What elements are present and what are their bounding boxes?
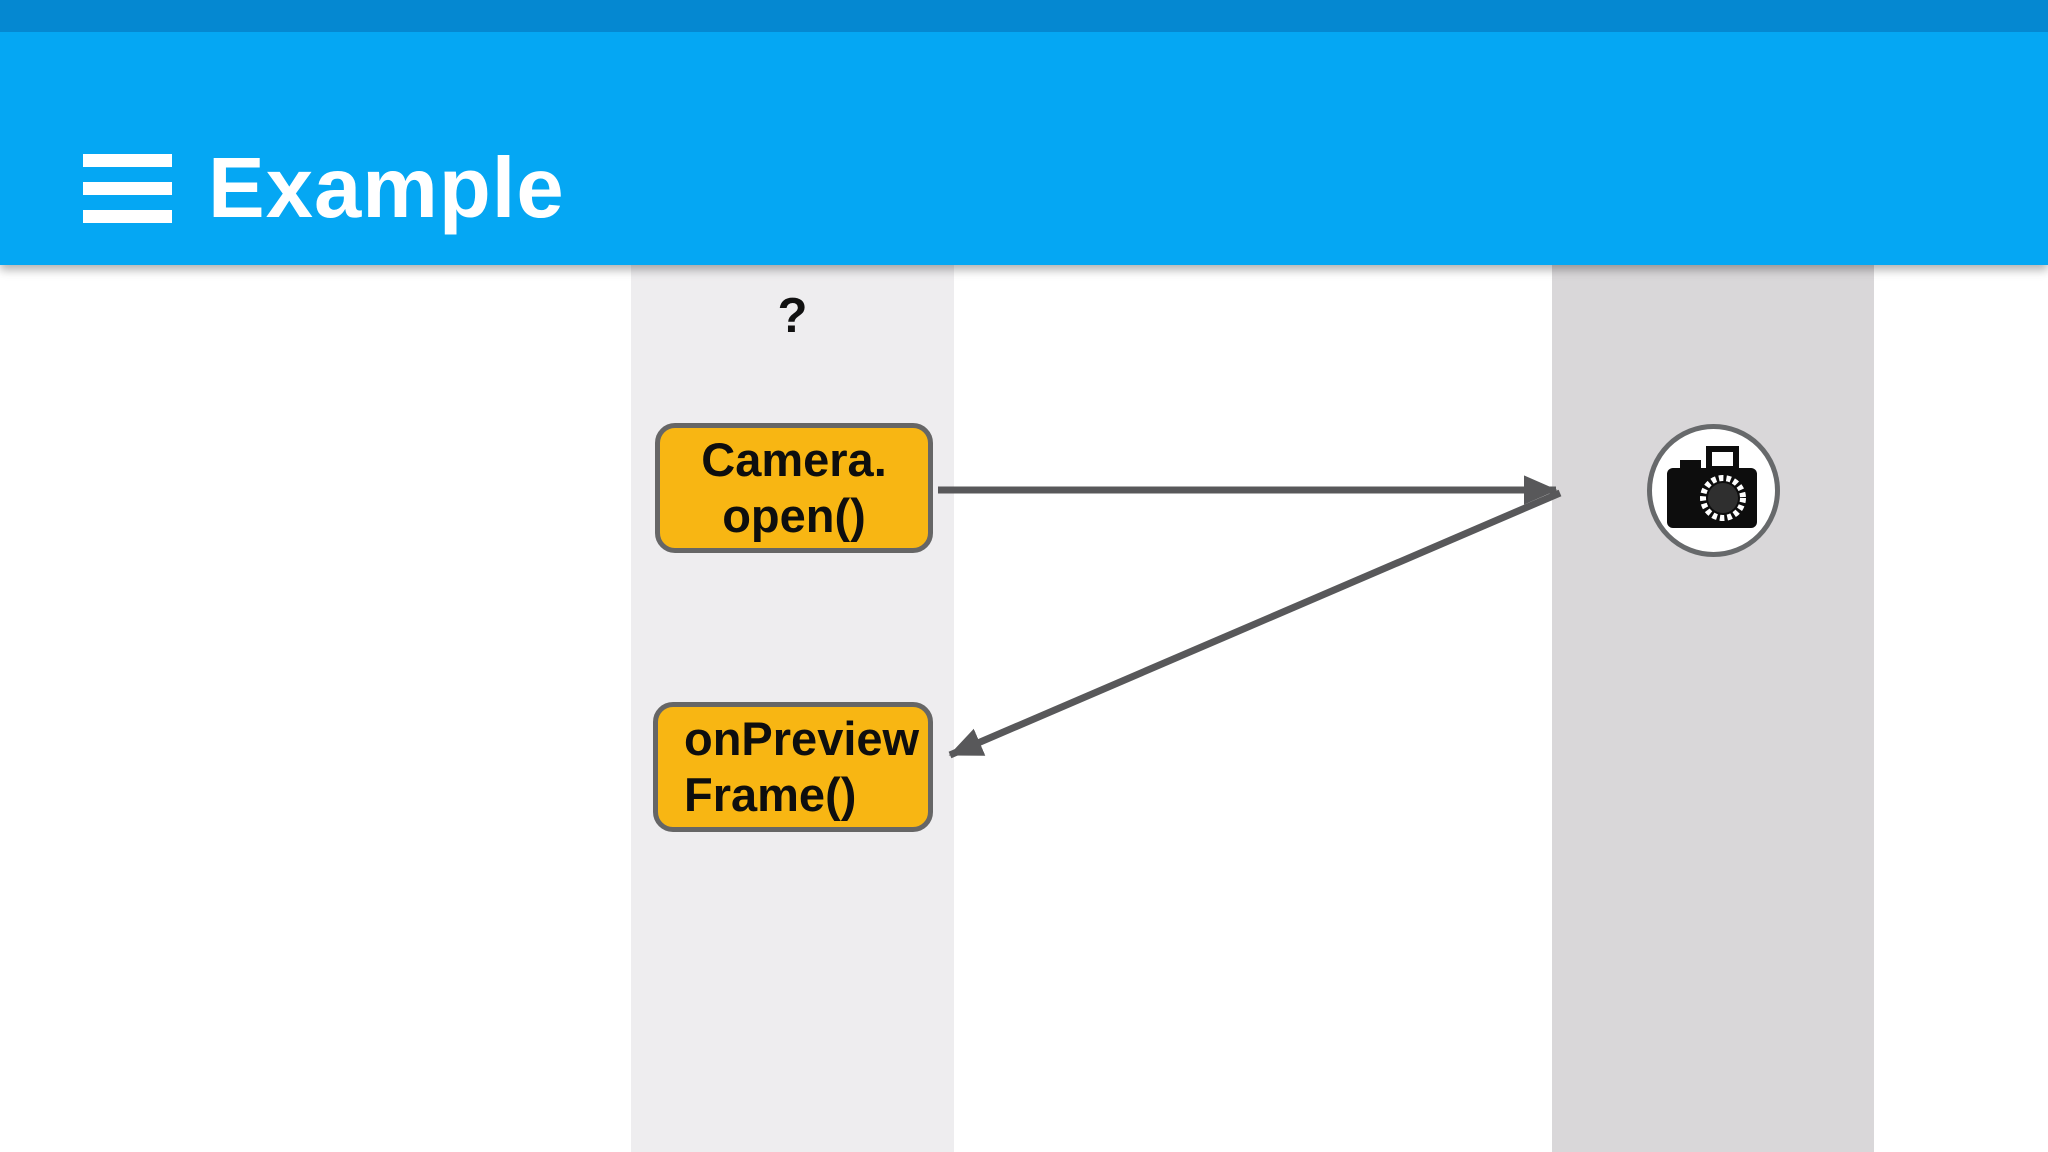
caller-question-label: ? [777,289,808,343]
camera-open-box: Camera. open() [655,423,933,553]
status-bar [0,0,2048,32]
camera-open-line1: Camera. [701,433,887,486]
on-preview-frame-box: onPreview Frame() [653,702,933,832]
hamburger-menu-icon [83,154,172,223]
callback-arrow-on-preview-frame [948,489,1562,759]
on-preview-frame-line2: Frame() [684,768,857,821]
on-preview-frame-line1: onPreview [684,712,920,765]
app-bar: Example [0,32,2048,265]
page-title: Example [208,141,565,236]
camera-icon [1667,446,1757,528]
camera-open-line2: open() [722,489,866,542]
menu-button[interactable] [83,154,172,223]
camera-node [1647,424,1780,557]
lifeline-camera-lane [1552,265,1874,1152]
